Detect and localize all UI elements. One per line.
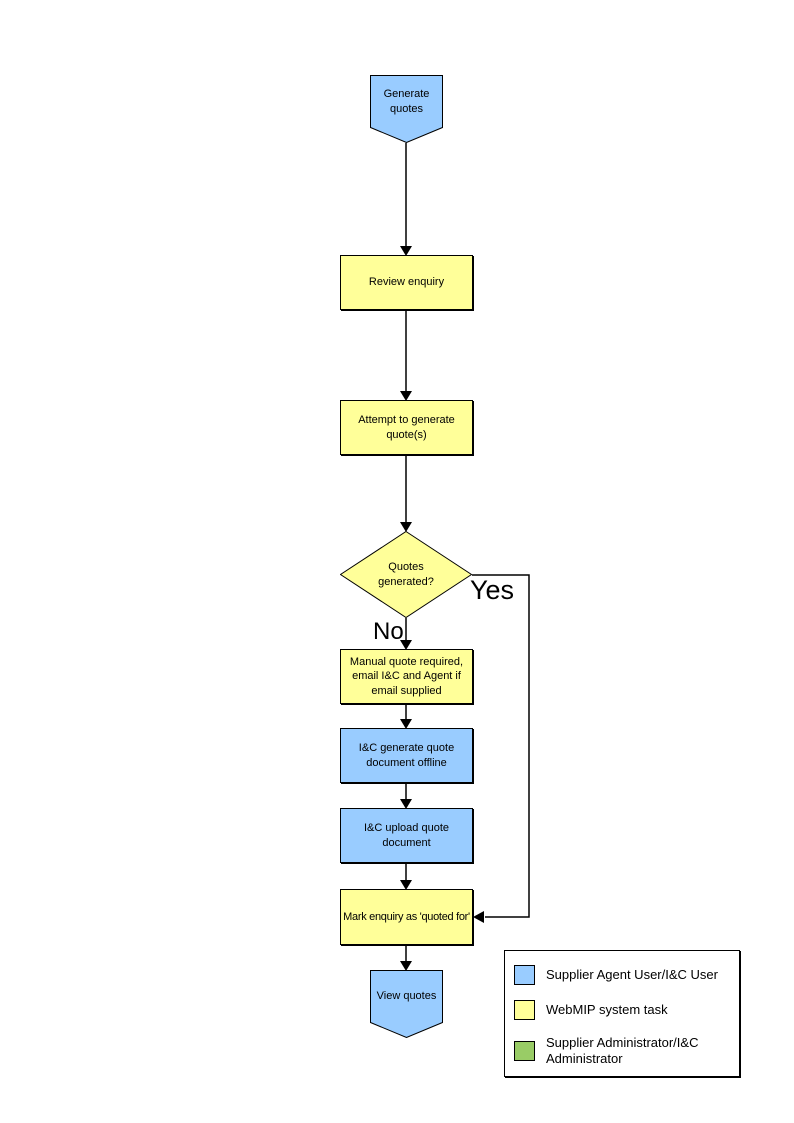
node-review-enquiry: Review enquiry <box>340 255 473 310</box>
arrowhead-down-icon <box>400 522 412 532</box>
node-label: Mark enquiry as 'quoted for' <box>343 910 470 923</box>
node-label: Generate quotes <box>383 87 430 115</box>
arrowhead-down-icon <box>400 799 412 809</box>
node-label: Attempt to generate quote(s) <box>358 413 455 441</box>
branch-label-yes: Yes <box>470 575 515 605</box>
legend-item-supplier-agent-user: Supplier Agent User/I&C User <box>514 965 727 985</box>
arrowhead-left-icon <box>473 911 484 923</box>
node-ic-generate-quote-offline: I&C generate quote document offline <box>340 728 473 783</box>
legend-item-supplier-administrator: Supplier Administrator/I&C Administrator <box>514 1035 727 1068</box>
decision-diamond-shape <box>340 531 472 618</box>
node-label: Review enquiry <box>368 276 445 289</box>
legend-label: Supplier Agent User/I&C User <box>546 966 718 982</box>
branch-label-no: No <box>373 618 404 645</box>
node-generate-quotes: Generate quotes <box>370 75 443 143</box>
arrowhead-down-icon <box>400 719 412 729</box>
arrowhead-down-icon <box>400 640 412 650</box>
node-ic-upload-quote-document: I&C upload quote document <box>340 808 473 863</box>
node-mark-enquiry-quoted-for: Mark enquiry as 'quoted for' <box>340 889 473 945</box>
node-label: Manual quote required, email I&C and Age… <box>349 655 464 697</box>
legend: Supplier Agent User/I&C User WebMIP syst… <box>504 950 740 1077</box>
node-view-quotes: View quotes <box>370 970 443 1038</box>
legend-label: Supplier Administrator/I&C Administrator <box>546 1035 699 1067</box>
node-label: Quotes generated? <box>378 560 434 588</box>
node-manual-quote-required: Manual quote required, email I&C and Age… <box>340 649 473 704</box>
terminator-shape <box>370 75 443 143</box>
blue-swatch-icon <box>514 965 535 985</box>
arrowhead-down-icon <box>400 246 412 256</box>
node-attempt-generate-quotes: Attempt to generate quote(s) <box>340 400 473 455</box>
legend-item-webmip-system-task: WebMIP system task <box>514 1000 727 1020</box>
terminator-shape <box>370 970 443 1038</box>
node-label: View quotes <box>376 990 437 1003</box>
edge-decision-mark-yes <box>472 574 530 918</box>
legend-label: WebMIP system task <box>546 1001 668 1017</box>
node-quotes-generated: Quotes generated? <box>340 531 472 618</box>
node-label: I&C upload quote document <box>363 821 449 849</box>
green-swatch-icon <box>514 1041 535 1062</box>
arrowhead-down-icon <box>400 961 412 971</box>
arrowhead-down-icon <box>400 391 412 401</box>
node-label: I&C generate quote document offline <box>358 741 455 769</box>
arrowhead-down-icon <box>400 880 412 890</box>
yellow-swatch-icon <box>514 1000 535 1020</box>
